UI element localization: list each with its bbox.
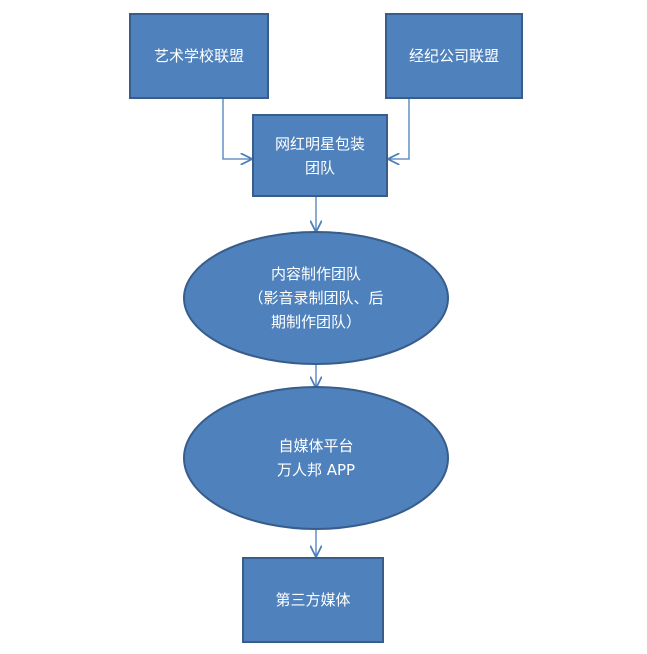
- node-agency-box: [385, 13, 523, 99]
- connector-art-school-to-packaging: [222, 98, 251, 159]
- node-third-party-box: [242, 557, 384, 643]
- node-art-school-box: [129, 13, 269, 99]
- node-content-ellipse: [183, 231, 449, 365]
- connector-agency-to-packaging: [389, 98, 410, 159]
- node-packaging-box: [252, 114, 388, 197]
- node-platform-ellipse: [183, 386, 449, 530]
